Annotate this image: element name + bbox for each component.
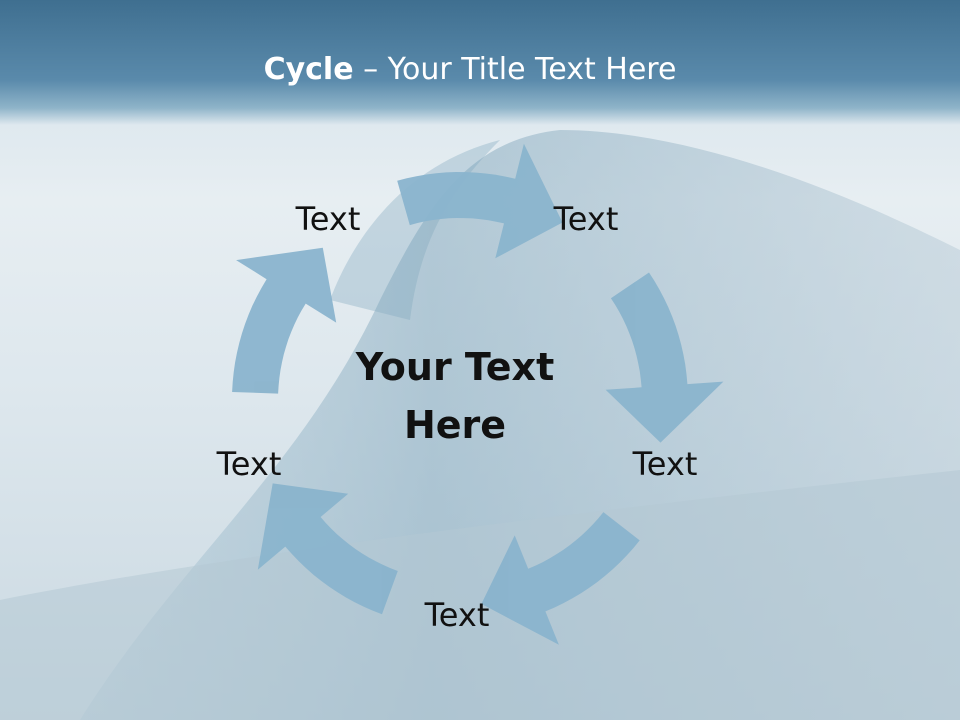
step-label-right: Text (632, 445, 698, 483)
arrow-right-icon (397, 143, 563, 259)
center-text: Your Text Here (305, 338, 605, 454)
arrow-bottom-left-icon (481, 512, 640, 645)
step-label-top-left: Text (295, 200, 361, 238)
arrow-bottom-right-icon (605, 272, 724, 443)
step-label-left: Text (216, 445, 282, 483)
slide-title: Cycle – Your Title Text Here (0, 52, 940, 87)
arrow-top-icon (232, 247, 337, 394)
center-text-line-2: Here (403, 403, 507, 447)
title-bold: Cycle (263, 52, 354, 87)
step-label-bottom: Text (424, 596, 490, 634)
title-rest: – Your Title Text Here (353, 52, 677, 87)
step-label-top-right: Text (553, 200, 619, 238)
arrow-left-icon (257, 483, 398, 615)
center-text-line-1: Your Text (355, 345, 555, 389)
